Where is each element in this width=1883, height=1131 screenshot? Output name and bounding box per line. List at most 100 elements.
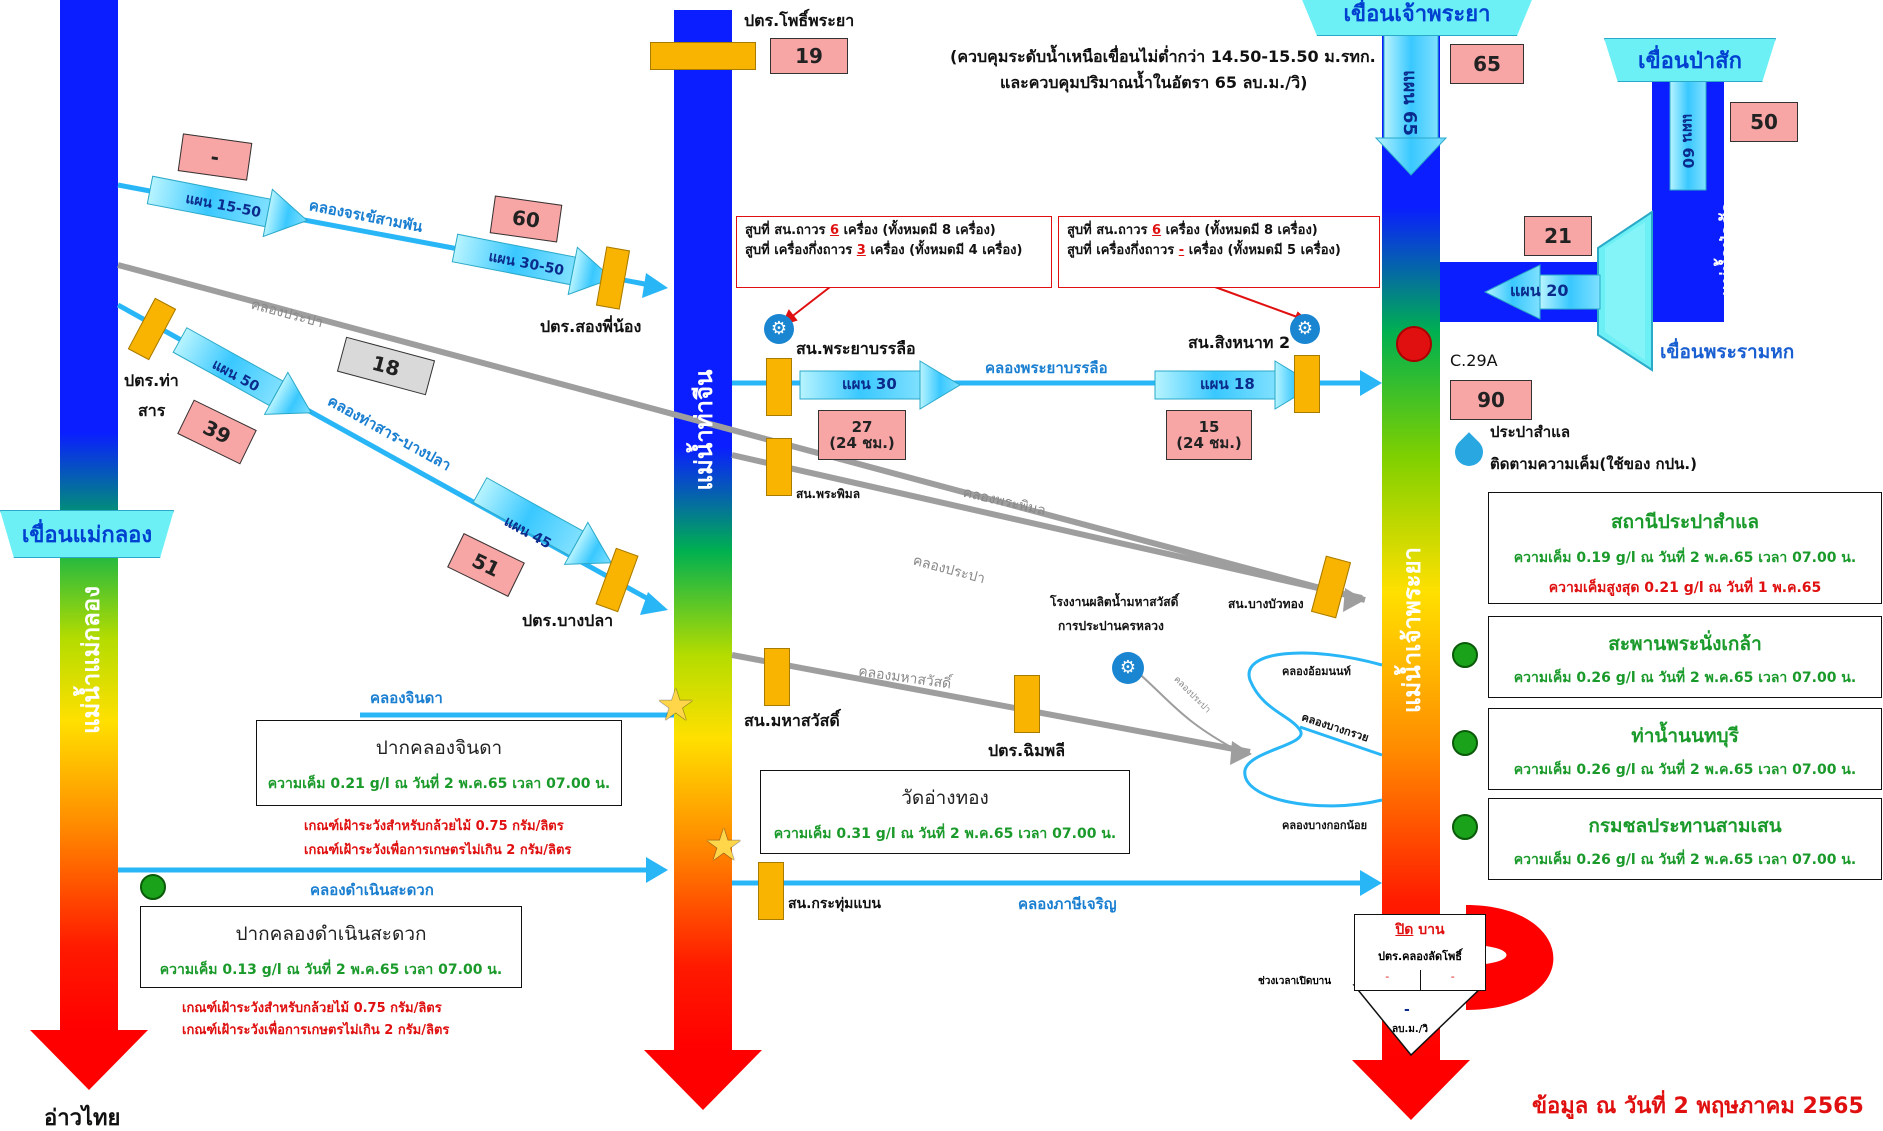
station-name: ปากคลองดำเนินสะดวก: [235, 923, 427, 945]
label-bang-pla: ปตร.บางปลา: [522, 611, 614, 630]
gate-krathum-baen: [758, 862, 784, 920]
river-pasak-label: แม่น้ำป่าสัก: [1717, 201, 1739, 297]
label-khlong-phraya-banlue: คลองพระยาบรรลือ: [985, 359, 1108, 377]
footer-date: ข้อมูล ณ วันที่ 2 พฤษภาคม 2565: [1532, 1094, 1864, 1119]
chao-phraya-plan-arrow: [1374, 19, 1448, 176]
pump-box-banlue: สูบที่ สน.ถาวร 6 เครื่อง (ทั้งหมดมี 8 เค…: [736, 216, 1052, 288]
dam-chao-phraya: เขื่อนเจ้าพระยา: [1298, 0, 1536, 36]
station-name: กรมชลประทานสามเสน: [1588, 815, 1782, 837]
dam-rama6-label: เขื่อนพระรามหก: [1660, 341, 1795, 363]
label-ptr-chimphli: ปตร.ฉิมพลี: [988, 741, 1066, 760]
value-pasak: 50: [1730, 102, 1798, 142]
label-sn-mahasawat: สน.มหาสวัสดิ์: [744, 711, 840, 730]
pump-box-singhanat: สูบที่ สน.ถาวร 6 เครื่อง (ทั้งหมดมี 8 เค…: [1058, 216, 1380, 288]
rama6-plan-label: แผน 20: [1510, 281, 1569, 300]
lat-pho-status: ปิด บาน: [1354, 914, 1486, 946]
green-dot-nangklao: [1452, 642, 1478, 668]
c29a-station-dot: [1396, 326, 1432, 362]
station-ang-thong: วัดอ่างทอง ความเค็ม 0.31 g/l ณ วันที่ 2 …: [760, 770, 1130, 854]
value-banlue-1: 27 (24 ชม.): [818, 410, 906, 460]
station-nangklao: สะพานพระนั่งเกล้า ความเค็ม 0.26 g/l ณ วั…: [1488, 616, 1882, 698]
value-rama6: 21: [1524, 216, 1592, 256]
banlue-plan-label-1: แผน 30: [842, 375, 897, 393]
control-note-line2: และควบคุมปริมาณน้ำในอัตรา 65 ลบ.ม./วิ): [1000, 73, 1308, 92]
green-dot-damnoen: [140, 874, 166, 900]
station-salinity: ความเค็ม 0.13 g/l ณ วันที่ 2 พ.ค.65 เวลา…: [159, 962, 503, 978]
label-samlae-sub: ติดตามความเค็ม(ใช้ของ กปน.): [1490, 455, 1697, 473]
station-salinity: ความเค็ม 0.26 g/l ณ วันที่ 2 พ.ค.65 เวลา…: [1513, 670, 1857, 686]
label-khlong-damnoen: คลองดำเนินสะดวก: [310, 881, 434, 899]
label-mahasawat-plant-2: การประปานครหลวง: [1058, 619, 1164, 633]
control-note-line1: (ควบคุมระดับน้ำเหนือเขื่อนไม่ต่ำกว่า 14.…: [950, 47, 1376, 66]
gate-mahasawat: [764, 648, 790, 706]
label-tha-san-1: ปตร.ท่า: [124, 371, 179, 390]
khlong-loop: [1243, 651, 1383, 808]
gate-pho-phraya: [650, 42, 756, 70]
label-sn-phra-phimon: สน.พระพิมล: [796, 487, 861, 501]
gate-phra-phimon: [766, 438, 792, 496]
rama6-plan-arrow: [1483, 264, 1601, 320]
value-chao-phraya: 65: [1450, 44, 1524, 84]
pasak-plan-label: แผน 60: [1679, 113, 1697, 169]
lat-pho-unit: ลบ.ม./วิ: [1392, 1024, 1428, 1035]
lat-pho-period-label: ช่วงเวลาเปิดบาน: [1258, 976, 1332, 987]
pump-icon: ⚙: [764, 314, 794, 344]
warning-agri-2: เกณฑ์เฝ้าระวังเพื่อการเกษตรไม่เกิน 2 กรั…: [182, 1023, 450, 1038]
label-samlae: ประปาสำแล: [1490, 423, 1571, 441]
gate-singhanat: [1294, 355, 1320, 413]
label-c29a: C.29A: [1450, 351, 1498, 370]
lat-pho-times: - -: [1354, 970, 1486, 991]
chao-phraya-plan-label: แผน 65: [1399, 70, 1421, 136]
lat-pho-name: ปตร.คลองลัดโพธิ์: [1354, 944, 1486, 971]
station-nonthaburi: ท่าน้ำนนทบุรี ความเค็ม 0.26 g/l ณ วันที่…: [1488, 708, 1882, 790]
value-banlue-2: 15 (24 ชม.): [1166, 410, 1252, 460]
label-tha-san-2: สาร: [138, 401, 166, 420]
label-khlong-phasi-charoen: คลองภาษีเจริญ: [1018, 895, 1117, 913]
gate-chimphli: [1014, 675, 1040, 733]
station-max-salinity: ความเค็มสูงสุด 0.21 g/l ณ วันที่ 1 พ.ค.6…: [1548, 580, 1822, 596]
pump-icon: ⚙: [1112, 652, 1144, 684]
pasak-plan-arrow: [1669, 79, 1707, 191]
label-khlong-chinda: คลองจินดา: [370, 689, 443, 707]
label-sn-bang-bua-thong: สน.บางบัวทอง: [1228, 597, 1304, 611]
label-mahasawat-plant-1: โรงงานผลิตน้ำมหาสวัสดิ์: [1050, 595, 1179, 609]
label-sn-krathum-baen: สน.กระทุ่มแบน: [788, 896, 881, 912]
warning-orchid-1: เกณฑ์เฝ้าระวังสำหรับกล้วยไม้ 0.75 กรัม/ล…: [304, 819, 564, 834]
station-samlae: สถานีประปาสำแล ความเค็ม 0.19 g/l ณ วันที…: [1488, 492, 1882, 604]
station-name: ท่าน้ำนนทบุรี: [1631, 725, 1739, 747]
station-name: ปากคลองจินดา: [375, 737, 503, 759]
lat-pho-flow: -: [1404, 1002, 1410, 1018]
dam-pasak: เขื่อนป่าสัก: [1604, 38, 1776, 82]
label-gulf: อ่าวไทย: [44, 1106, 121, 1131]
star-icon: ★: [656, 680, 696, 731]
value-pho-phraya: 19: [770, 38, 848, 74]
warning-orchid-2: เกณฑ์เฝ้าระวังสำหรับกล้วยไม้ 0.75 กรัม/ล…: [182, 1001, 442, 1016]
tha-chin-river: [644, 10, 762, 1110]
label-sn-singhanat: สน.สิงหนาท 2: [1188, 333, 1291, 352]
value-banlue-1-unit: (24 ชม.): [829, 434, 895, 452]
station-salinity: ความเค็ม 0.26 g/l ณ วันที่ 2 พ.ค.65 เวลา…: [1513, 762, 1857, 778]
station-samsen: กรมชลประทานสามเสน ความเค็ม 0.26 g/l ณ วั…: [1488, 798, 1882, 880]
label-khlong-bangkok-noi: คลองบางกอกน้อย: [1282, 819, 1368, 832]
station-name: สถานีประปาสำแล: [1610, 511, 1760, 533]
green-dot-nonthaburi: [1452, 730, 1478, 756]
river-chao-phraya-label: แม่น้ำเจ้าพระยา: [1397, 546, 1426, 714]
label-song-phi-nong: ปตร.สองพี่น้อง: [540, 317, 642, 336]
gray-canals: [117, 262, 1366, 755]
station-salinity: ความเค็ม 0.21 g/l ณ วันที่ 2 พ.ค.65 เวลา…: [267, 776, 611, 792]
station-salinity: ความเค็ม 0.31 g/l ณ วันที่ 2 พ.ค.65 เวลา…: [773, 826, 1117, 842]
pump-icon: ⚙: [1290, 314, 1320, 344]
dam-mae-klong: เขื่อนแม่กลอง: [0, 510, 174, 558]
value-banlue-1-num: 27: [851, 417, 873, 436]
river-tha-chin-label: แม่น้ำท่าจีน: [689, 369, 718, 491]
label-khlong-om-non: คลองอ้อมนนท์: [1282, 665, 1351, 678]
tha-san-plan-arrow-2: [472, 477, 613, 565]
tha-san-plan-arrow-1: [172, 327, 313, 415]
jorakhe-plan-arrow-1: [146, 175, 309, 238]
label-pho-phraya: ปตร.โพธิ์พระยา: [744, 11, 855, 30]
value-c29a: 90: [1450, 380, 1532, 420]
station-name: วัดอ่างทอง: [901, 787, 989, 809]
station-chinda: ปากคลองจินดา ความเค็ม 0.21 g/l ณ วันที่ …: [256, 720, 622, 806]
green-dot-samsen: [1452, 814, 1478, 840]
